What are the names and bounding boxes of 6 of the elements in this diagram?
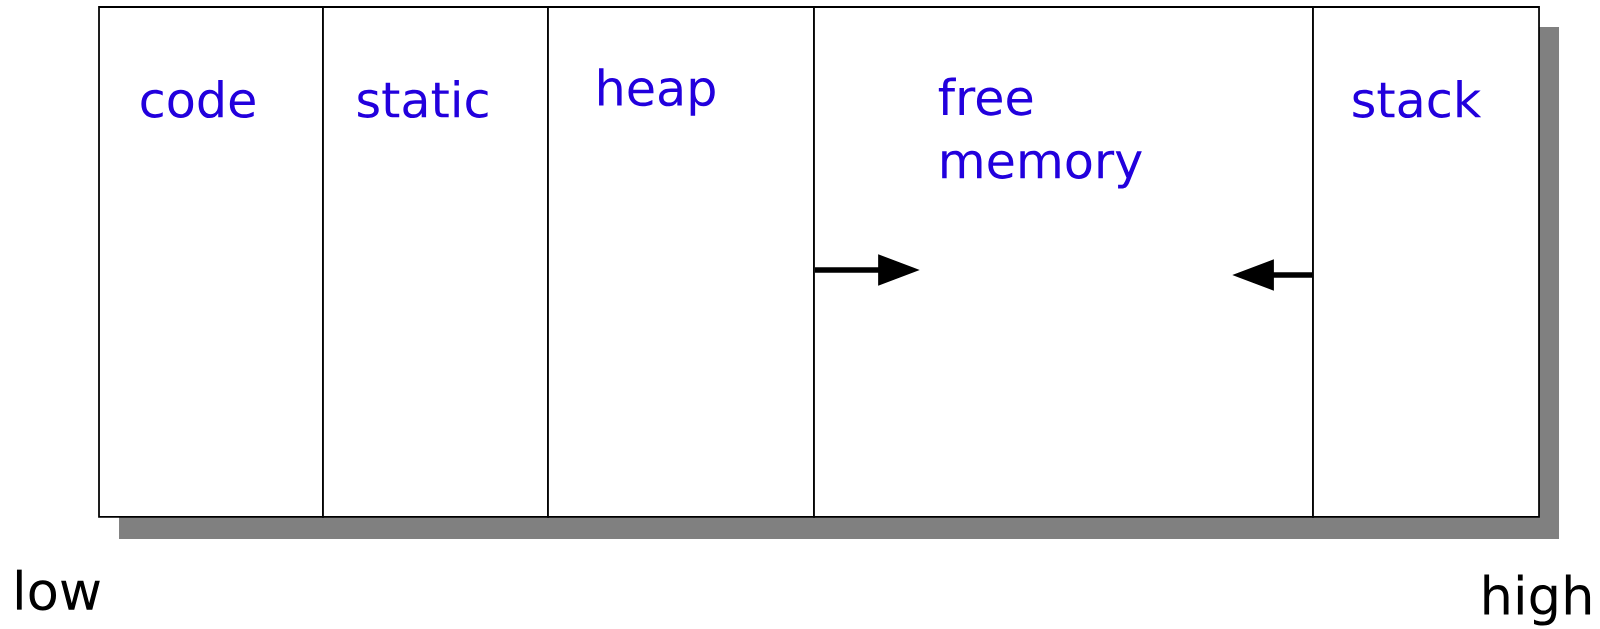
memory-segment-box: stack: [1312, 6, 1540, 518]
memory-segment-box: heap: [547, 6, 815, 518]
memory-segment-box: static: [322, 6, 549, 518]
address-label: high: [1484, 574, 1591, 626]
address-label: low: [16, 569, 100, 611]
memory-segment-box: code: [98, 6, 324, 518]
